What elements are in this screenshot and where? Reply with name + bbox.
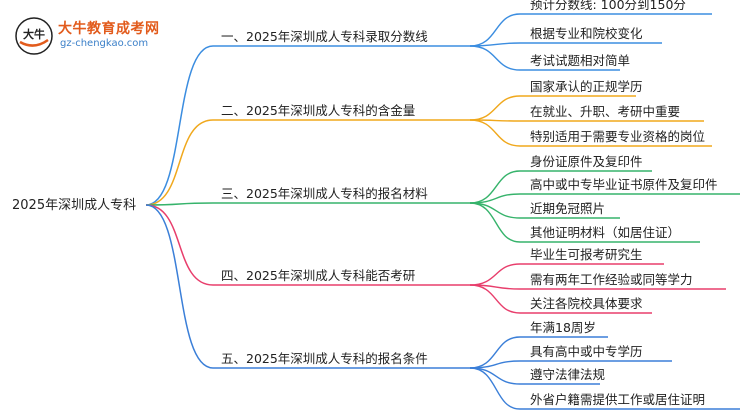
logo-title: 大牛教育成考网: [58, 21, 160, 37]
leaf-label: 国家承认的正规学历: [530, 79, 643, 94]
logo-badge-icon: 大牛: [15, 17, 53, 55]
leaf-label: 身份证原件及复印件: [530, 154, 643, 169]
root-node: 2025年深圳成人专科: [12, 198, 136, 213]
branch-connector: [145, 204, 214, 286]
logo-badge-text: 大牛: [23, 27, 45, 41]
site-logo: 大牛 大牛教育成考网 gz-chengkao.com: [14, 16, 164, 56]
leaf-connector: [469, 13, 521, 47]
leaf-connector: [469, 367, 521, 385]
leaf-label: 近期免冠照片: [530, 201, 605, 216]
leaf-connector: [469, 367, 521, 410]
leaf-label: 需有两年工作经验或同等学力: [530, 272, 693, 287]
branch-label: 四、2025年深圳成人专科能否考研: [221, 268, 415, 283]
leaf-connector: [469, 336, 521, 369]
branch-label: 三、2025年深圳成人专科的报名材料: [221, 186, 428, 201]
leaf-label: 特别适用于需要专业资格的岗位: [530, 129, 705, 144]
branch-connector: [145, 119, 214, 206]
leaf-connector: [469, 119, 521, 147]
leaf-connector: [469, 45, 521, 71]
leaf-label: 根据专业和院校变化: [530, 26, 643, 41]
logo-url: gz-chengkao.com: [60, 38, 149, 49]
leaf-label: 关注各院校具体要求: [530, 296, 643, 311]
branch-connector: [145, 204, 214, 369]
leaf-connector: [469, 263, 521, 286]
leaf-label: 具有高中或中专学历: [530, 344, 643, 359]
leaf-label: 在就业、升职、考研中重要: [530, 104, 680, 119]
leaf-label: 考试试题相对简单: [530, 53, 630, 68]
branch-connector: [145, 45, 214, 206]
branch-label: 二、2025年深圳成人专科的含金量: [221, 103, 415, 118]
branch-connector: [145, 202, 214, 206]
leaf-label: 其他证明材料（如居住证）: [530, 225, 680, 240]
leaf-label: 外省户籍需提供工作或居住证明: [530, 392, 705, 407]
leaf-connector: [469, 202, 521, 243]
leaf-label: 遵守法律法规: [530, 367, 605, 382]
leaf-connector: [469, 95, 521, 121]
leaf-label: 高中或中专毕业证书原件及复印件: [530, 177, 718, 192]
leaf-label: 年满18周岁: [530, 320, 596, 335]
leaf-label: 毕业生可报考研究生: [530, 247, 643, 262]
branch-label: 一、2025年深圳成人专科录取分数线: [221, 29, 428, 44]
leaf-label: 预计分数线: 100分到150分: [530, 0, 686, 12]
leaf-connector: [469, 284, 521, 314]
leaf-connector: [469, 202, 521, 219]
branch-label: 五、2025年深圳成人专科的报名条件: [221, 351, 428, 366]
